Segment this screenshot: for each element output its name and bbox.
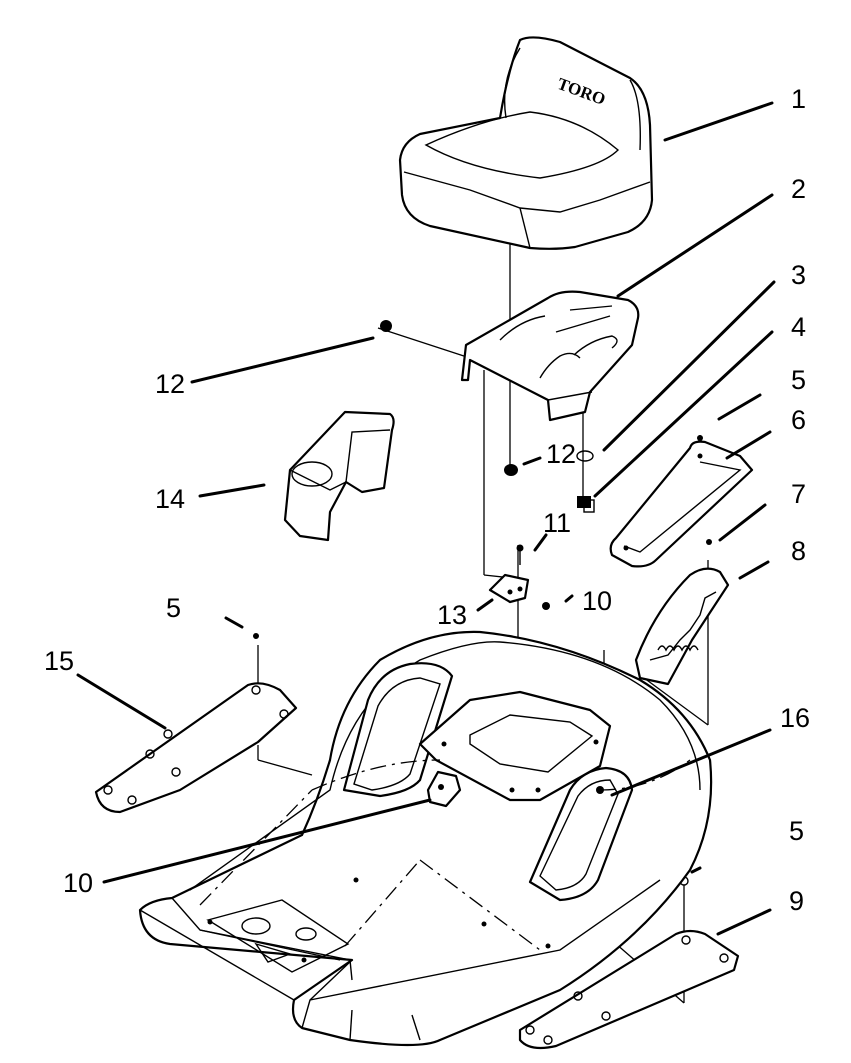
shift-guide bbox=[634, 567, 730, 686]
storage-tray bbox=[283, 410, 395, 542]
seat-bracket bbox=[460, 290, 640, 422]
callout-12-b: 12 bbox=[546, 439, 576, 469]
callout-6: 6 bbox=[791, 405, 806, 435]
callout-16: 16 bbox=[780, 703, 810, 733]
right-footrest bbox=[518, 929, 740, 1050]
callout-10: 10 bbox=[582, 586, 612, 616]
seat: TORO bbox=[398, 36, 654, 250]
callout-7: 7 bbox=[791, 479, 806, 509]
fender-frame bbox=[138, 630, 713, 1047]
callout-2: 2 bbox=[791, 174, 806, 204]
shift-plate bbox=[609, 440, 754, 568]
callout-3: 3 bbox=[791, 260, 806, 290]
mounting-bracket bbox=[488, 573, 530, 604]
callout-13: 13 bbox=[437, 600, 467, 630]
leader-lines bbox=[76, 101, 776, 936]
callout-5-c: 5 bbox=[789, 816, 804, 846]
callout-12: 12 bbox=[155, 369, 185, 399]
callout-10-b: 10 bbox=[63, 868, 93, 898]
callout-15: 15 bbox=[44, 646, 74, 676]
callouts: 1 2 3 4 5 6 7 8 12 12 14 11 10 13 5 15 1… bbox=[44, 84, 810, 916]
callout-1: 1 bbox=[791, 84, 806, 114]
callout-11: 11 bbox=[543, 508, 571, 538]
callout-5-b: 5 bbox=[166, 593, 181, 623]
callout-4: 4 bbox=[791, 312, 806, 342]
left-footrest bbox=[94, 682, 298, 814]
callout-14: 14 bbox=[155, 484, 185, 514]
callout-9: 9 bbox=[789, 886, 804, 916]
callout-8: 8 bbox=[791, 536, 806, 566]
hardware bbox=[253, 320, 712, 886]
callout-5: 5 bbox=[791, 365, 806, 395]
